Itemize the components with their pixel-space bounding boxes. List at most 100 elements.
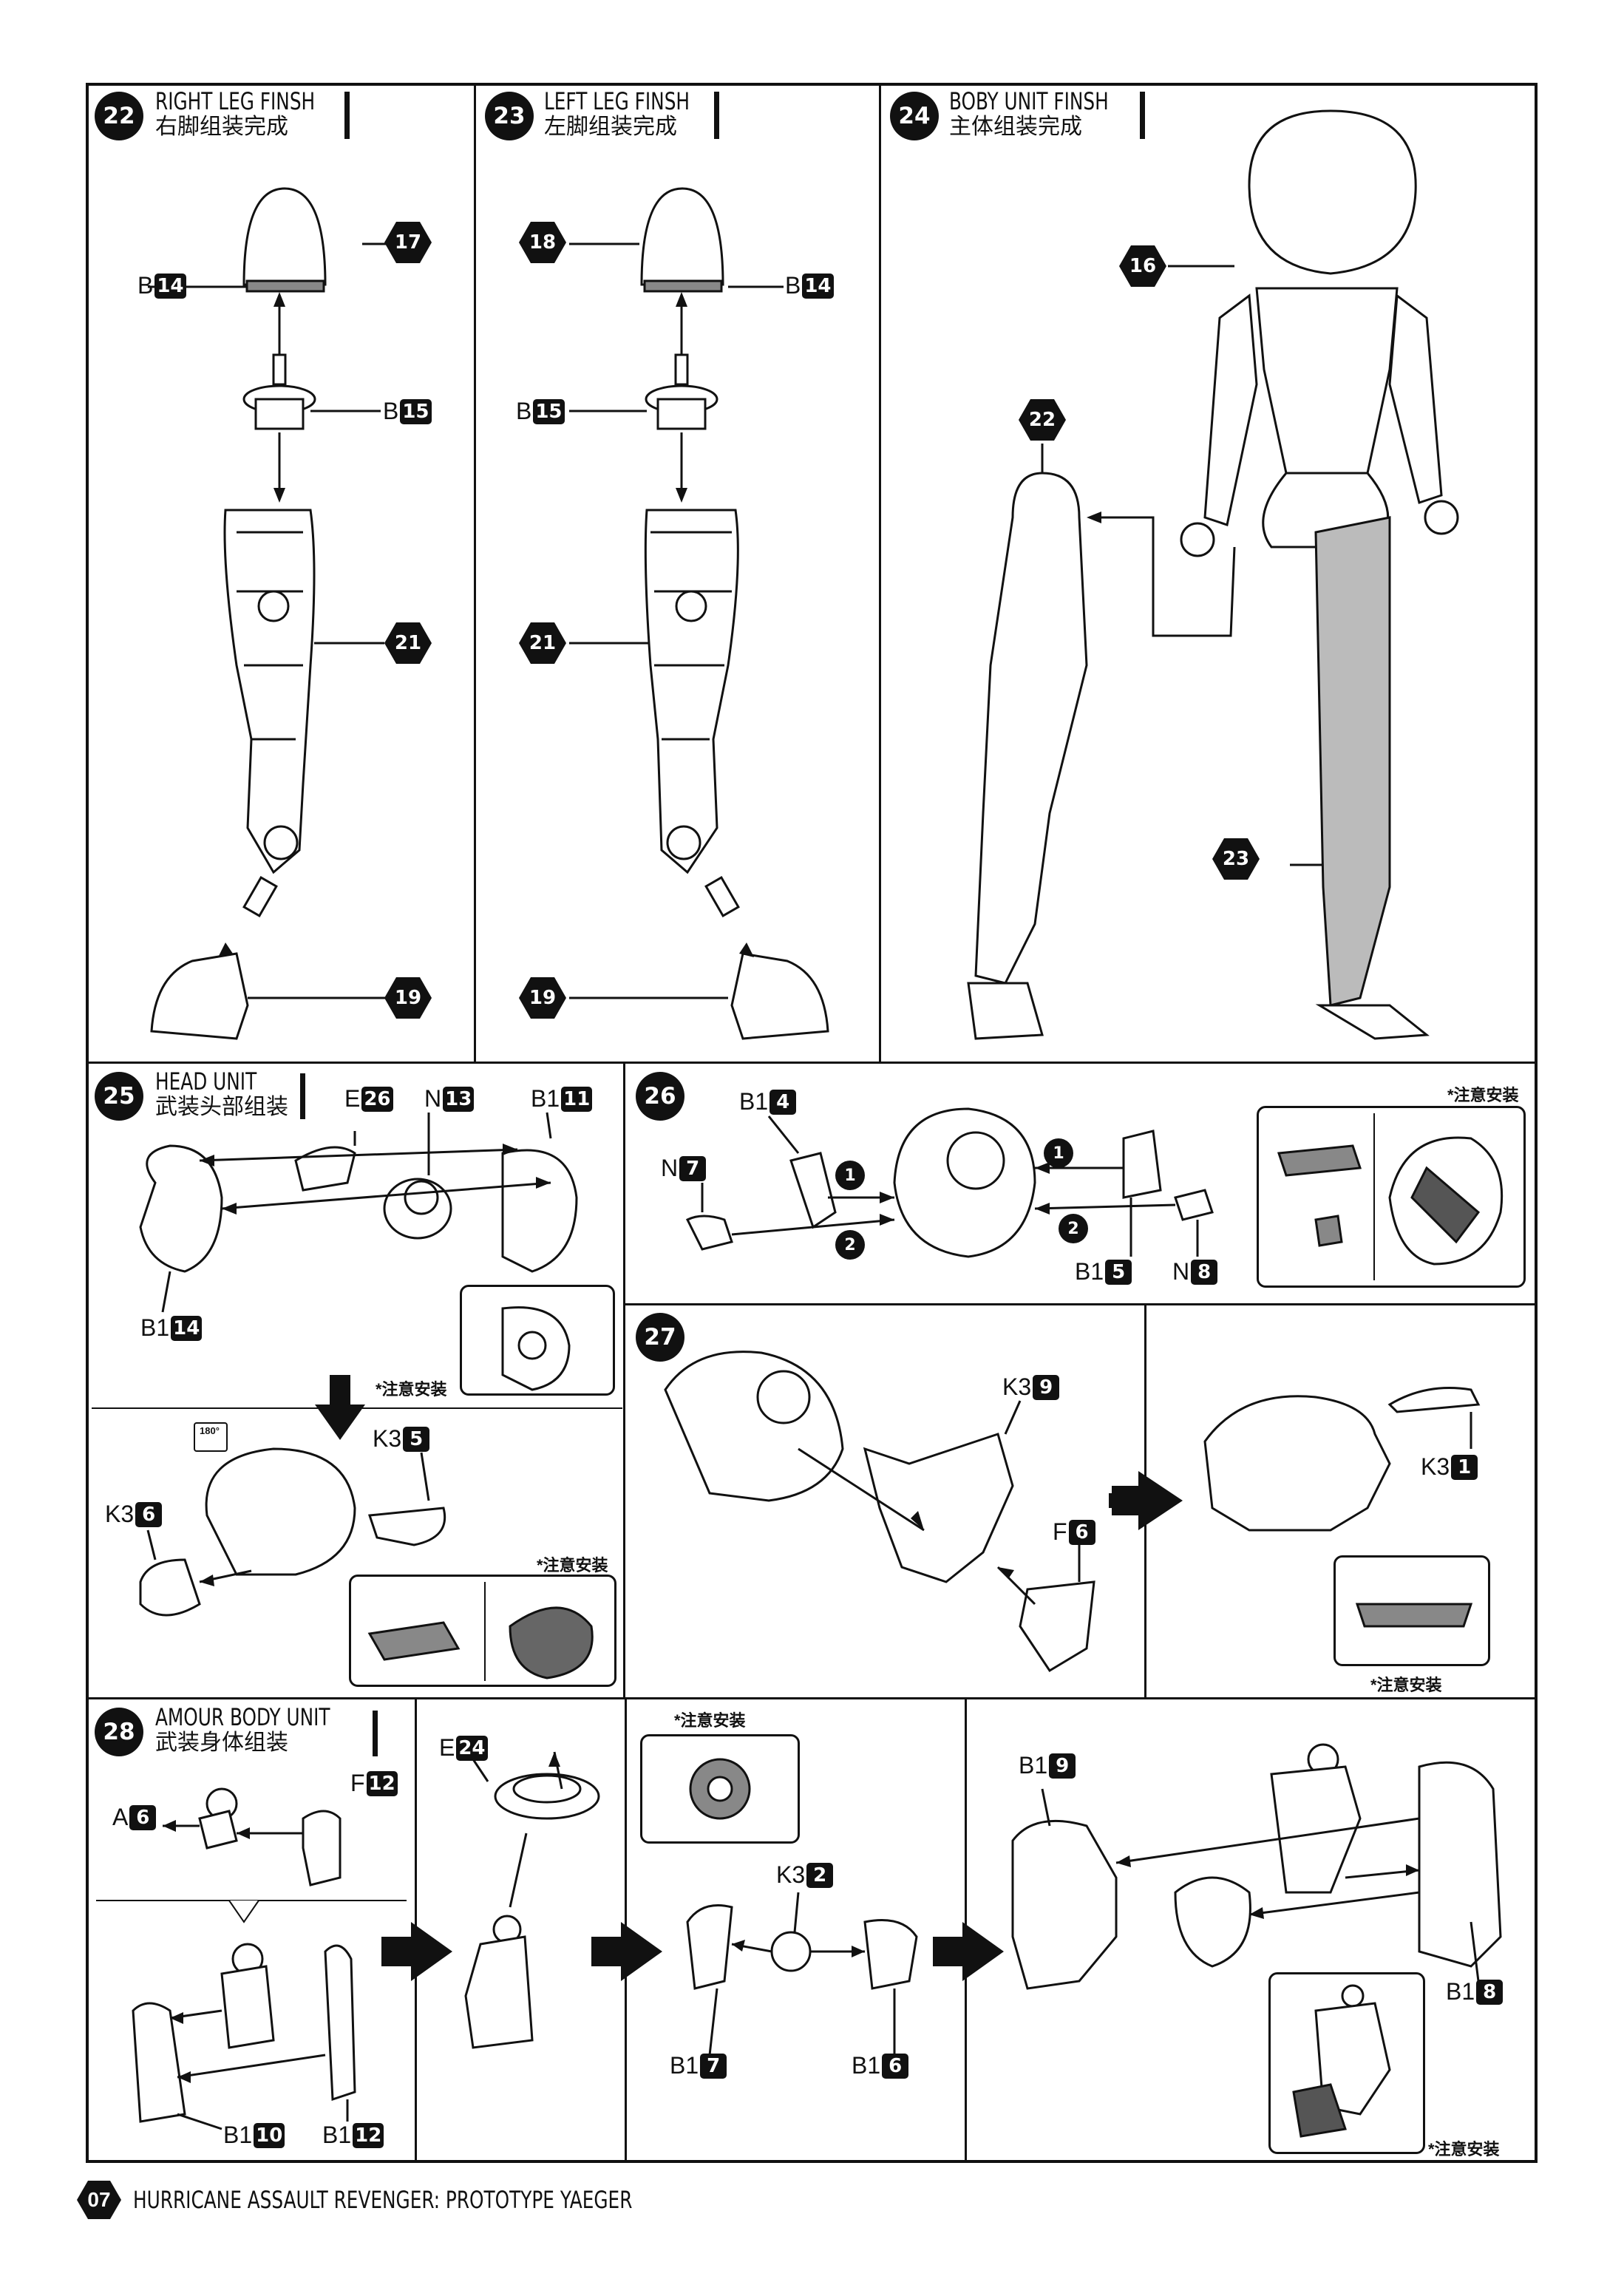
part-letter: B bbox=[785, 272, 801, 299]
step-title-en: LEFT LEG FINSH bbox=[544, 87, 690, 115]
part-letter: F bbox=[1053, 1518, 1067, 1545]
part-number: 12 bbox=[353, 2122, 384, 2148]
part-number: 6 bbox=[882, 2053, 909, 2079]
part-letter: A bbox=[112, 1804, 129, 1830]
order-mark: 1 bbox=[835, 1161, 865, 1190]
divider bbox=[623, 1062, 625, 1699]
step-number: 27 bbox=[636, 1313, 684, 1362]
step-number: 26 bbox=[636, 1072, 684, 1121]
part-number: 24 bbox=[456, 1735, 488, 1761]
divider bbox=[879, 83, 881, 1063]
part-letter: B1 bbox=[670, 2052, 699, 2079]
part-ref-badge: 17 bbox=[384, 222, 432, 263]
step-title: AMOUR BODY UNIT 武装身体组装 bbox=[155, 1703, 359, 1755]
title-bar bbox=[373, 1711, 378, 1756]
part-ref-badge: 19 bbox=[384, 977, 432, 1019]
part-letter: K3 bbox=[373, 1425, 402, 1452]
page-footer: 07 HURRICANE ASSAULT REVENGER: PROTOTYPE… bbox=[77, 2181, 713, 2219]
divider bbox=[1373, 1113, 1375, 1280]
part-letter: B bbox=[516, 398, 532, 424]
part-letter: F bbox=[350, 1770, 365, 1796]
step-number: 28 bbox=[95, 1708, 143, 1756]
step-title: BOBY UNIT FINSH 主体组装完成 bbox=[949, 87, 1135, 140]
step-title-zh: 左脚组装完成 bbox=[544, 115, 677, 140]
part-number: 2 bbox=[806, 1862, 834, 1888]
title-bar bbox=[714, 92, 719, 139]
part-letter: B1 bbox=[322, 2122, 352, 2148]
page-frame bbox=[86, 83, 1538, 2163]
step-number: 23 bbox=[485, 92, 534, 140]
part-number: 12 bbox=[366, 1770, 398, 1796]
part-number: 8 bbox=[1191, 1259, 1218, 1285]
part-number: 15 bbox=[400, 398, 432, 424]
caution-note: *注意安装 bbox=[1447, 1086, 1519, 1104]
title-bar bbox=[1140, 92, 1145, 139]
part-letter: B1 bbox=[852, 2052, 881, 2079]
part-ref-badge: 18 bbox=[519, 222, 566, 263]
step-title-en: BOBY UNIT FINSH bbox=[949, 87, 1109, 115]
part-letter: K3 bbox=[776, 1861, 806, 1888]
part-letter: K3 bbox=[1421, 1453, 1450, 1480]
order-mark: 2 bbox=[835, 1230, 865, 1260]
caution-note: *注意安装 bbox=[674, 1711, 746, 1730]
step-title-en: RIGHT LEG FINSH bbox=[155, 87, 316, 115]
part-letter: E bbox=[439, 1734, 455, 1761]
part-letter: B1 bbox=[531, 1085, 560, 1112]
part-number: 13 bbox=[443, 1086, 475, 1112]
divider bbox=[484, 1582, 486, 1681]
part-number: 5 bbox=[1105, 1259, 1132, 1285]
part-number: 14 bbox=[171, 1315, 203, 1341]
part-letter: B1 bbox=[223, 2122, 253, 2148]
part-number: 6 bbox=[1068, 1519, 1095, 1545]
part-letter: B1 bbox=[739, 1088, 769, 1115]
step-number: 24 bbox=[890, 92, 939, 140]
part-number: 9 bbox=[1033, 1374, 1060, 1400]
part-letter: B1 bbox=[1019, 1752, 1048, 1779]
part-letter: K3 bbox=[105, 1501, 135, 1527]
caution-note: *注意安装 bbox=[1370, 1676, 1442, 1694]
part-number: 6 bbox=[135, 1501, 163, 1527]
divider bbox=[623, 1303, 1538, 1305]
step-title-zh: 主体组装完成 bbox=[949, 115, 1082, 140]
page-number: 07 bbox=[77, 2181, 121, 2219]
part-number: 15 bbox=[533, 398, 565, 424]
part-letter: N bbox=[424, 1085, 442, 1112]
step-title-en: AMOUR BODY UNIT bbox=[155, 1703, 330, 1731]
